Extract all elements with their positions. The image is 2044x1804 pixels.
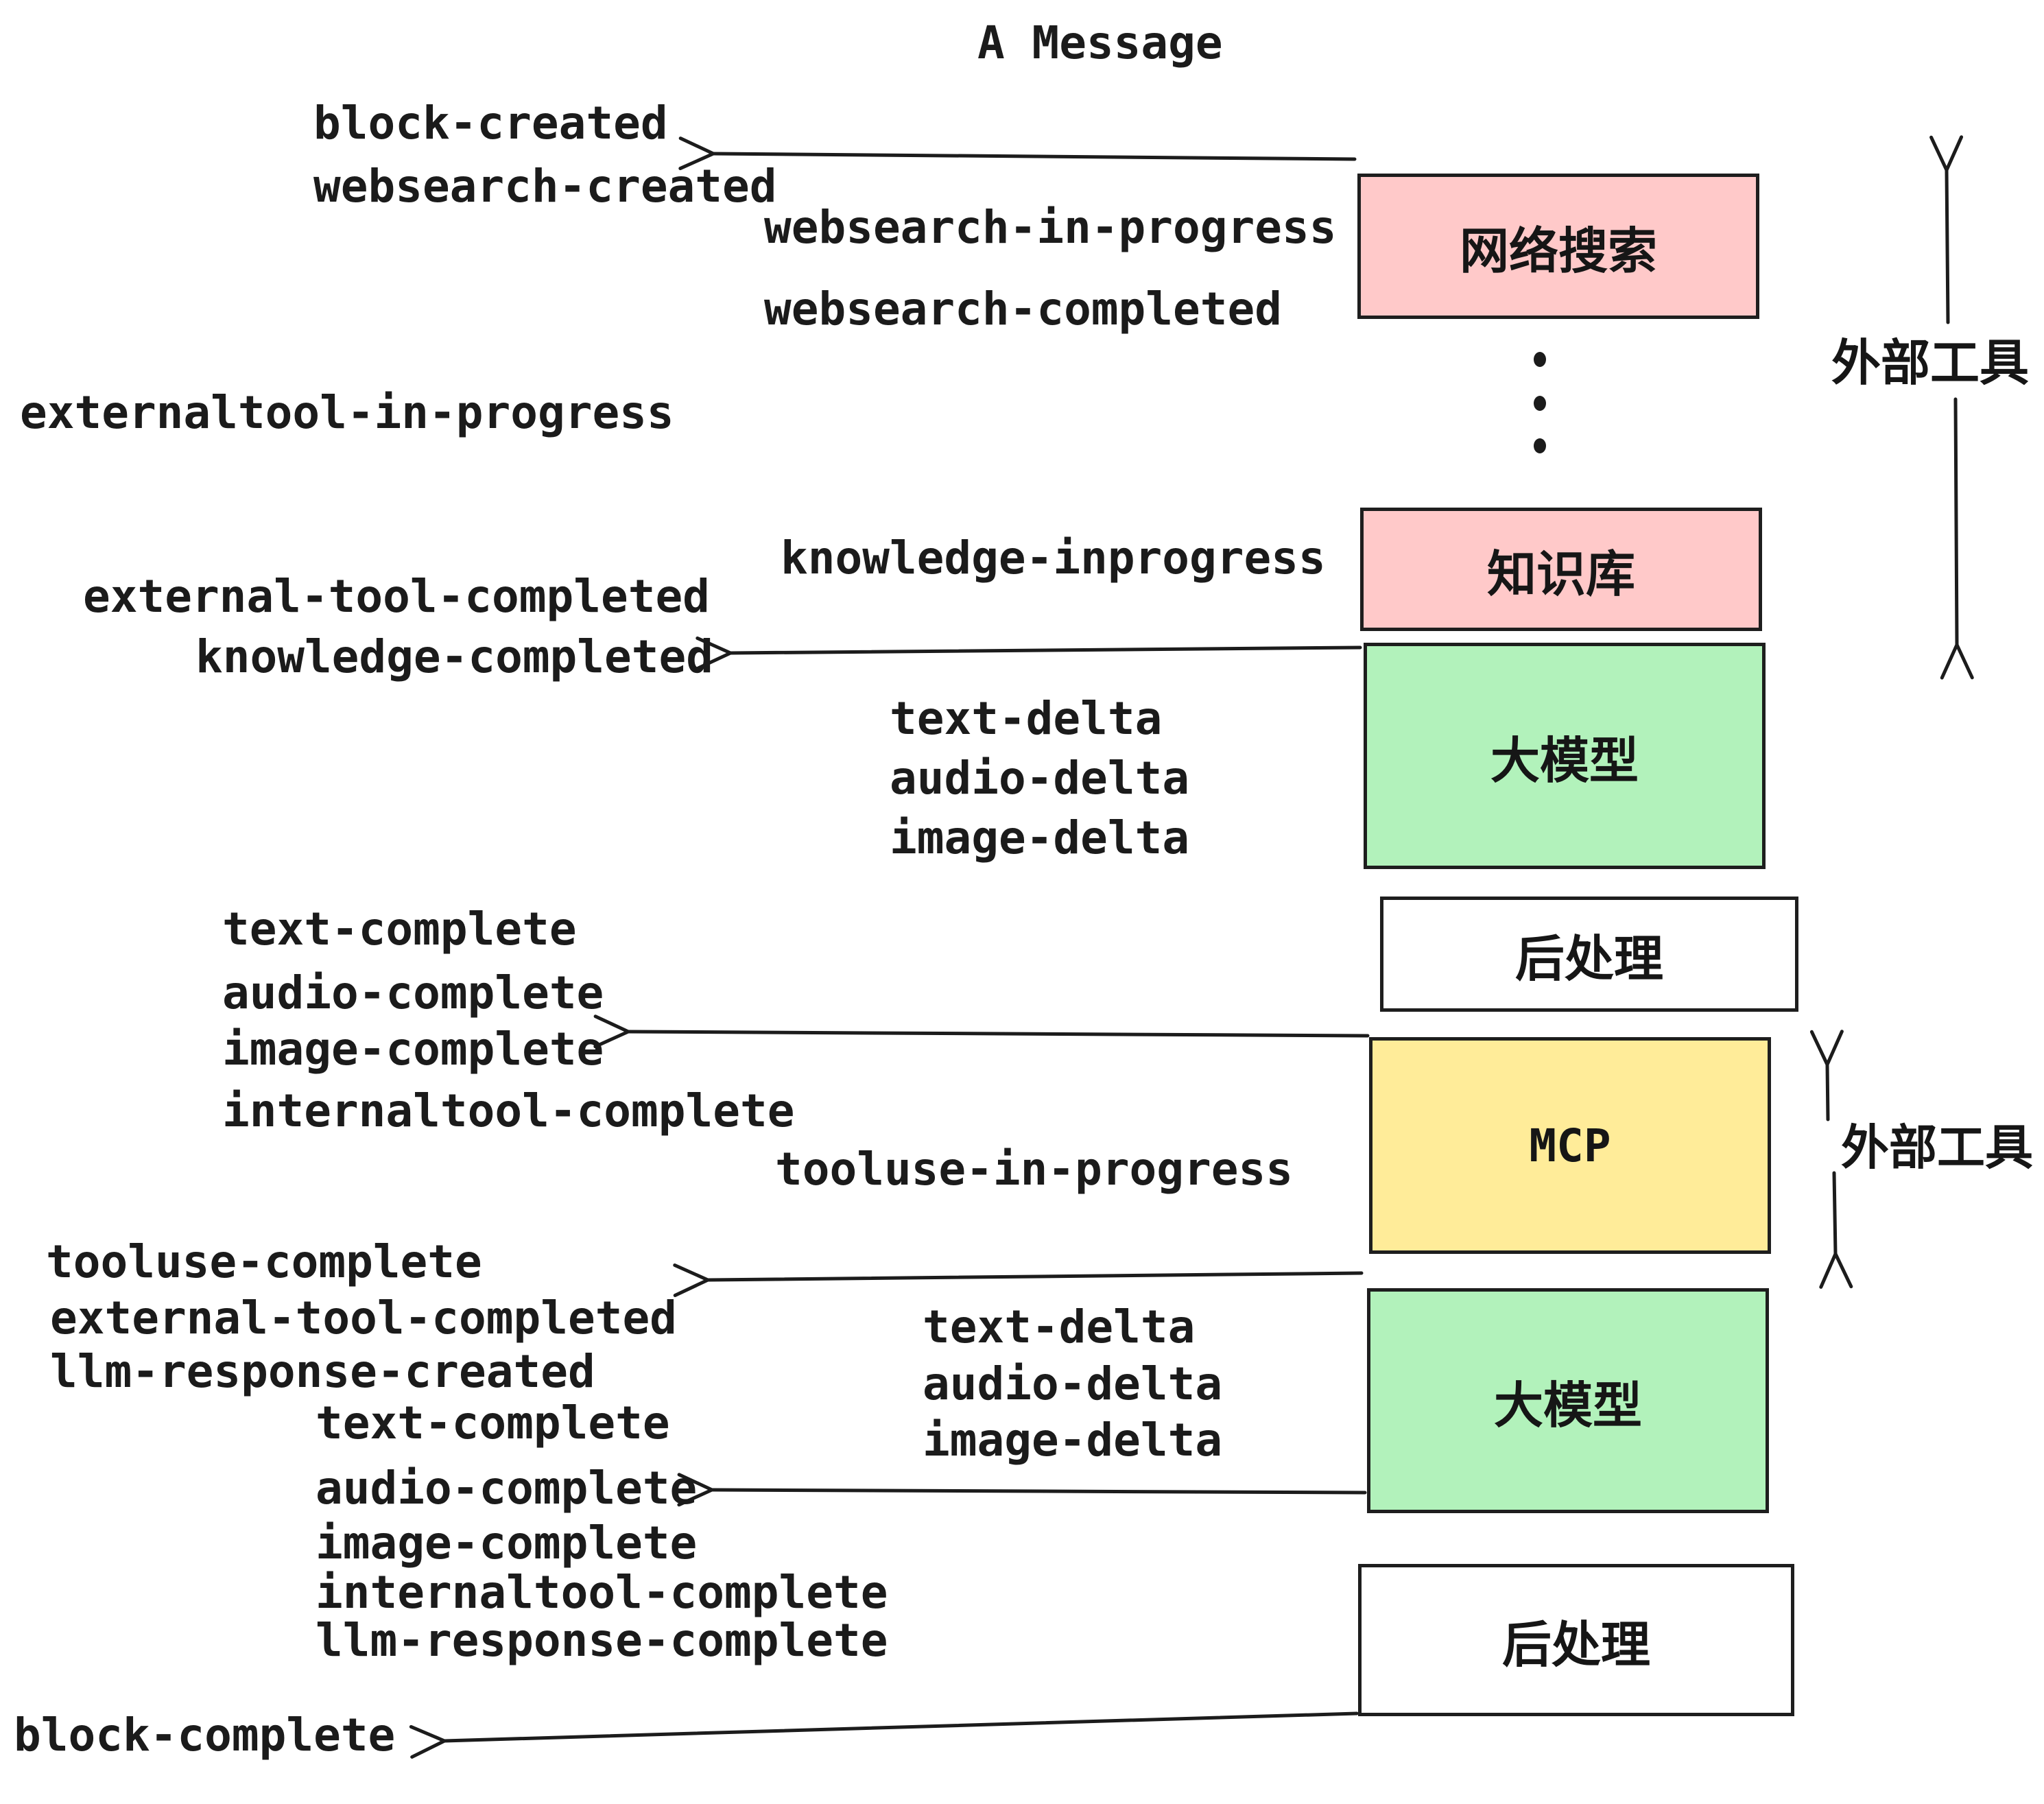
event-websearch-completed: websearch-completed — [764, 283, 1282, 335]
box-llm-label: 大模型 — [1493, 1378, 1642, 1434]
event-knowledge-completed: knowledge-completed — [195, 630, 713, 683]
arrow-to-image-complete — [593, 1014, 1370, 1049]
ellipsis-dot — [1534, 438, 1546, 453]
event-internaltool-complete: internaltool-complete — [316, 1566, 888, 1619]
event-image-complete: image-complete — [316, 1517, 698, 1569]
event-tooluse-in-progress: tooluse-in-progress — [775, 1143, 1293, 1196]
event-image-delta: image-delta — [923, 1414, 1223, 1467]
arrow-to-knowledge-completed — [696, 636, 1362, 670]
event-knowledge-inprogress: knowledge-inprogress — [781, 532, 1326, 584]
event-audio-complete: audio-complete — [316, 1462, 698, 1515]
event-audio-complete: audio-complete — [222, 966, 604, 1019]
box-postprocess-label: 后处理 — [1514, 931, 1663, 987]
box-mcp-label: MCP — [1529, 1119, 1611, 1172]
event-text-complete: text-complete — [316, 1397, 670, 1449]
event-externaltool-in-progress: externaltool-in-progress — [20, 386, 674, 439]
event-audio-delta: audio-delta — [923, 1357, 1223, 1410]
box-llm-1: 大模型 — [1364, 643, 1766, 869]
event-block-complete: block-complete — [14, 1709, 396, 1761]
arrow-to-tooluse-complete — [673, 1263, 1364, 1298]
event-image-complete: image-complete — [222, 1023, 604, 1076]
external-tools-arrow-down-2 — [1819, 1171, 1853, 1289]
box-postprocess-2: 后处理 — [1358, 1564, 1794, 1716]
box-postprocess-label: 后处理 — [1501, 1617, 1650, 1673]
event-llm-response-complete: llm-response-complete — [316, 1614, 888, 1667]
external-tools-arrow-up-1 — [1929, 135, 1964, 324]
box-websearch-label: 网络搜索 — [1459, 224, 1657, 279]
ellipsis-dot — [1534, 396, 1546, 411]
arrow-to-block-created — [678, 137, 1357, 171]
box-mcp: MCP — [1369, 1037, 1771, 1254]
box-llm-2: 大模型 — [1367, 1288, 1769, 1513]
external-tools-arrow-up-2 — [1809, 1030, 1844, 1121]
event-internaltool-complete: internaltool-complete — [222, 1084, 795, 1137]
page-title: A Message — [977, 16, 1223, 69]
external-tools-arrow-down-1 — [1940, 397, 1974, 680]
arrow-to-audio-complete — [677, 1473, 1367, 1507]
box-llm-label: 大模型 — [1490, 733, 1639, 789]
box-knowledge-label: 知识库 — [1486, 547, 1635, 602]
event-text-complete: text-complete — [222, 903, 577, 956]
box-knowledge: 知识库 — [1360, 508, 1762, 631]
ellipsis-dot — [1534, 352, 1546, 367]
event-text-delta: text-delta — [890, 692, 1163, 745]
event-text-delta: text-delta — [923, 1301, 1196, 1353]
event-websearch-created: websearch-created — [313, 160, 777, 213]
event-external-tool-completed: external-tool-completed — [50, 1292, 677, 1344]
event-tooluse-complete: tooluse-complete — [46, 1235, 482, 1288]
box-postprocess-1: 后处理 — [1380, 897, 1798, 1012]
box-websearch: 网络搜索 — [1357, 174, 1759, 319]
event-image-delta: image-delta — [890, 811, 1190, 864]
event-websearch-in-progress: websearch-in-progress — [764, 201, 1337, 254]
event-audio-delta: audio-delta — [890, 752, 1190, 805]
event-block-created: block-created — [313, 97, 668, 150]
external-tools-label-2: 外部工具 — [1841, 1121, 2033, 1174]
event-external-tool-completed: external-tool-completed — [83, 570, 710, 623]
event-llm-response-created: llm-response-created — [50, 1345, 595, 1398]
external-tools-label-1: 外部工具 — [1831, 336, 2030, 391]
arrow-to-block-complete — [409, 1711, 1359, 1759]
